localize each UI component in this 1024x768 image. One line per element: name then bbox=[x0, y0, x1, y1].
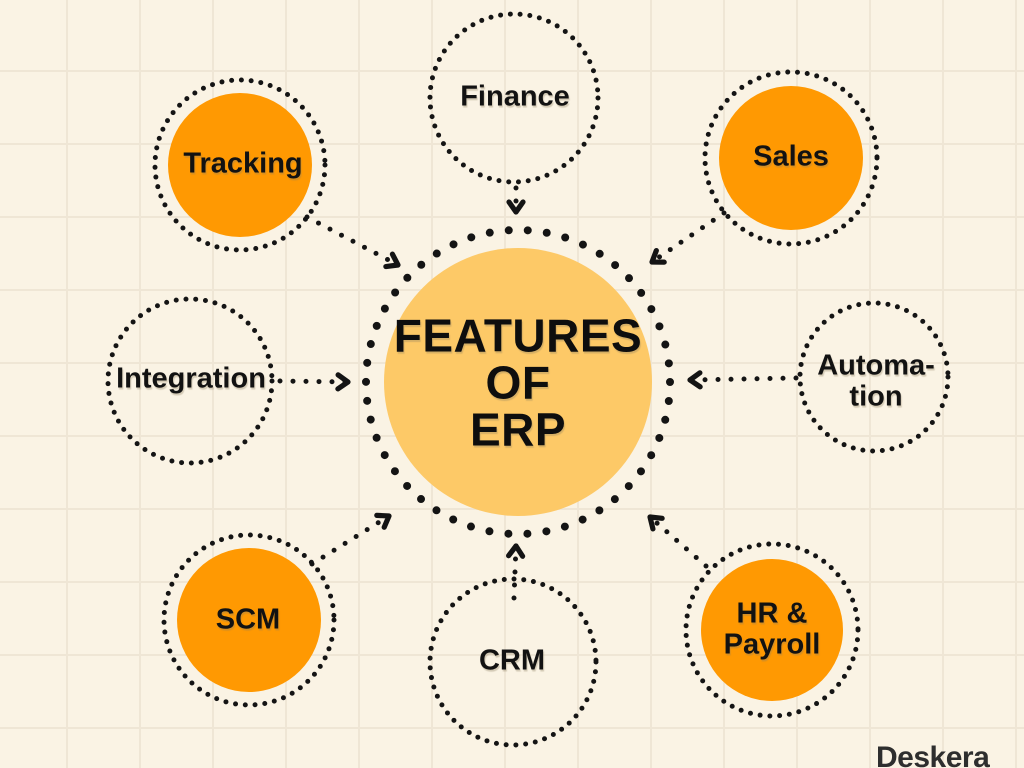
hr-payroll-dotted-ring bbox=[683, 541, 861, 719]
automation-dotted-ring bbox=[797, 300, 951, 454]
arrow-tracking-to-center bbox=[304, 214, 401, 270]
center-title-line1: FEATURES bbox=[393, 309, 643, 362]
arrow-automation-to-center bbox=[687, 370, 799, 390]
center-dotted-ring bbox=[362, 226, 674, 538]
hr-payroll-circle bbox=[701, 559, 843, 701]
arrow-scm-to-center bbox=[309, 512, 392, 567]
crm-dotted-ring bbox=[427, 576, 599, 748]
tracking-circle bbox=[168, 93, 312, 237]
arrow-hr-payroll-to-center bbox=[647, 514, 709, 569]
finance-dotted-ring bbox=[427, 11, 601, 185]
tracking-dotted-ring bbox=[152, 77, 328, 253]
node-label-automation-line2: tion bbox=[849, 381, 903, 413]
center-title: FEATURES OF ERP bbox=[393, 309, 643, 456]
node-label-tracking: Tracking bbox=[183, 147, 303, 180]
node-label-scm: SCM bbox=[215, 603, 281, 636]
center-title-line3: ERP bbox=[469, 403, 567, 456]
node-label-hr-payroll: HR & Payroll bbox=[723, 597, 821, 662]
center-circle bbox=[384, 248, 652, 516]
node-label-automation: Automa- tion bbox=[817, 349, 935, 414]
node-label-crm: CRM bbox=[478, 644, 546, 677]
deskera-logo: Deskera bbox=[876, 741, 990, 768]
arrow-integration-to-center bbox=[277, 372, 351, 392]
arrow-sales-to-center bbox=[649, 210, 727, 265]
node-label-hr-payroll-line2: Payroll bbox=[723, 629, 821, 661]
arrow-crm-to-center bbox=[506, 543, 526, 601]
node-label-automation-line1: Automa- bbox=[817, 349, 935, 382]
scm-dotted-ring bbox=[161, 532, 337, 708]
sales-dotted-ring bbox=[702, 69, 880, 247]
node-label-integration: Integration bbox=[116, 362, 266, 395]
node-label-sales: Sales bbox=[753, 140, 829, 173]
scm-circle bbox=[177, 548, 321, 692]
integration-dotted-ring bbox=[105, 296, 275, 466]
sales-circle bbox=[719, 86, 863, 230]
center-title-line2: OF bbox=[485, 356, 551, 409]
node-label-hr-payroll-line1: HR & bbox=[736, 597, 808, 630]
node-label-finance: Finance bbox=[460, 80, 570, 113]
